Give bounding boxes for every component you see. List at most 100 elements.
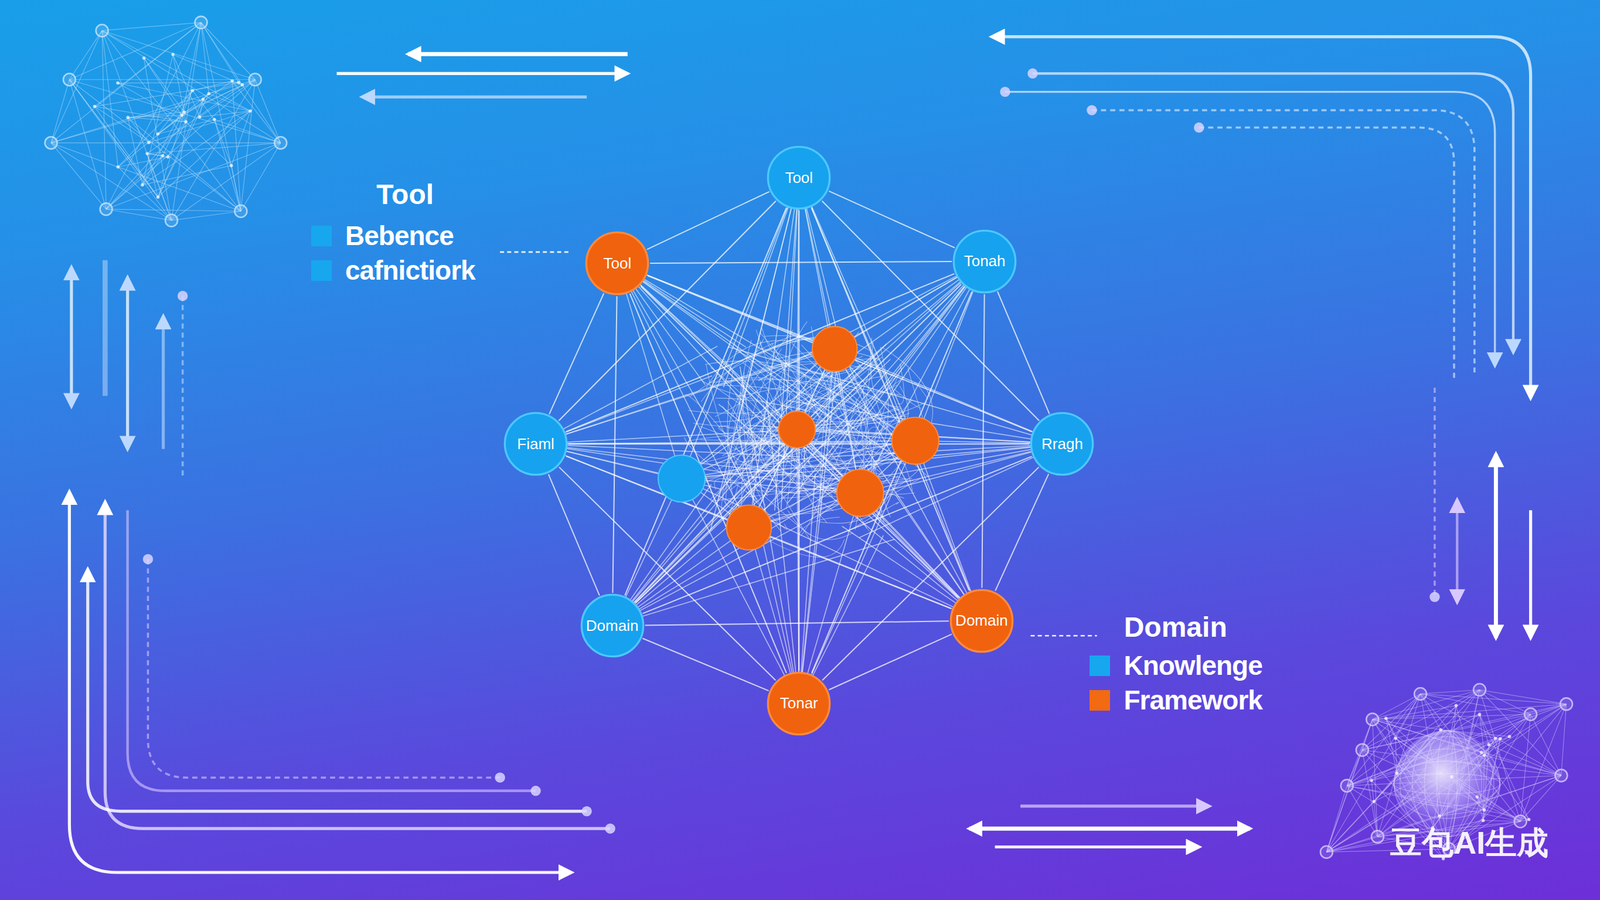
decor-dot bbox=[604, 822, 615, 833]
network-line bbox=[69, 79, 107, 210]
legend-swatch bbox=[311, 260, 332, 281]
network-line bbox=[171, 210, 241, 221]
network-dot bbox=[1454, 703, 1459, 708]
web-tangle bbox=[702, 461, 847, 478]
web-tangle bbox=[811, 426, 885, 519]
legend-row: Framework bbox=[1089, 683, 1262, 716]
inner-circle bbox=[836, 469, 884, 517]
web-tangle bbox=[798, 372, 901, 396]
network-line bbox=[1371, 754, 1485, 781]
node-label: Domain bbox=[955, 611, 1009, 629]
network-ring bbox=[1560, 697, 1573, 710]
network-dot bbox=[1384, 716, 1388, 720]
network-dot bbox=[1372, 799, 1376, 803]
network-dot bbox=[1475, 794, 1480, 799]
network-dot bbox=[184, 120, 188, 124]
decor-arrow bbox=[181, 295, 184, 480]
network-node: Tonar bbox=[766, 670, 832, 737]
network-line bbox=[94, 82, 239, 107]
web-line bbox=[798, 348, 839, 703]
network-line bbox=[1372, 719, 1440, 816]
decor-dot bbox=[143, 553, 153, 564]
network-line bbox=[94, 106, 158, 198]
connector-line bbox=[645, 620, 949, 625]
network-dot bbox=[1449, 774, 1454, 779]
network-line bbox=[208, 82, 239, 94]
network-dot bbox=[1369, 778, 1374, 782]
web-tangle bbox=[763, 537, 844, 558]
web-line bbox=[798, 177, 915, 441]
legend-text: cafnictiork bbox=[345, 254, 476, 287]
web-line bbox=[612, 364, 861, 626]
decor-arrow bbox=[991, 36, 1531, 398]
connector-line bbox=[647, 275, 1032, 432]
decor-arrow bbox=[1199, 127, 1455, 380]
inner-circle bbox=[778, 410, 816, 448]
network-line bbox=[69, 79, 255, 80]
network-line bbox=[1479, 713, 1490, 745]
inner-circle bbox=[892, 417, 939, 465]
watermark: 豆包AI生成 bbox=[1390, 821, 1549, 865]
decor-arrow bbox=[1005, 92, 1496, 366]
network-node: Rragh bbox=[1029, 410, 1095, 477]
decor-dot bbox=[530, 785, 541, 796]
decor-dot bbox=[581, 805, 592, 816]
network-dot bbox=[1393, 736, 1398, 740]
network-dot bbox=[147, 140, 151, 145]
connector-line bbox=[828, 191, 955, 248]
network-line bbox=[1420, 693, 1562, 775]
network-dot bbox=[145, 151, 149, 156]
web-line bbox=[681, 478, 982, 621]
web-tangle bbox=[715, 411, 883, 463]
network-dot bbox=[126, 116, 130, 120]
network-dot bbox=[1493, 736, 1498, 740]
network-dot bbox=[1395, 771, 1399, 775]
network-line bbox=[1396, 773, 1452, 777]
network-line bbox=[201, 22, 255, 80]
network-line bbox=[1386, 705, 1457, 718]
network-line bbox=[1395, 713, 1480, 738]
network-line bbox=[254, 79, 281, 144]
decor-arrow bbox=[127, 509, 536, 791]
network-dot bbox=[1482, 753, 1487, 757]
network-line bbox=[144, 58, 185, 112]
connector-line bbox=[566, 455, 952, 609]
node-label: Tonah bbox=[964, 252, 1006, 270]
decor-arrow bbox=[1032, 73, 1514, 352]
web-tangle bbox=[721, 386, 782, 511]
network-dot bbox=[140, 183, 145, 187]
decor-arrow bbox=[499, 251, 572, 254]
network-line bbox=[1479, 689, 1567, 704]
decor-arrow bbox=[126, 277, 129, 449]
decor-arrow bbox=[1455, 499, 1459, 602]
web-line bbox=[797, 261, 985, 430]
network-line bbox=[69, 22, 202, 80]
decor-dot bbox=[1027, 68, 1038, 79]
network-node: Tool bbox=[584, 230, 650, 296]
legend-heading: Domain bbox=[1124, 610, 1228, 643]
network-line bbox=[214, 119, 232, 166]
decor-arrow bbox=[336, 72, 628, 76]
legend-swatch bbox=[311, 225, 332, 247]
node-circle bbox=[768, 672, 830, 734]
network-line bbox=[1476, 796, 1484, 810]
network-line bbox=[1520, 703, 1567, 822]
network-line bbox=[69, 79, 158, 198]
decor-arrow bbox=[102, 260, 108, 396]
web-line bbox=[612, 435, 774, 625]
web-lines bbox=[535, 177, 1062, 703]
legend-text: Knowlenge bbox=[1123, 649, 1262, 682]
network-dot bbox=[1498, 736, 1503, 741]
web-line bbox=[798, 492, 860, 704]
decor-dot bbox=[177, 290, 188, 301]
network-line bbox=[127, 117, 149, 143]
node-label: Fiaml bbox=[516, 435, 555, 453]
network-line bbox=[184, 79, 255, 112]
network-ring bbox=[1371, 830, 1384, 843]
network-dot bbox=[206, 92, 211, 96]
network-dot bbox=[201, 97, 206, 101]
connector-line bbox=[822, 467, 1039, 681]
